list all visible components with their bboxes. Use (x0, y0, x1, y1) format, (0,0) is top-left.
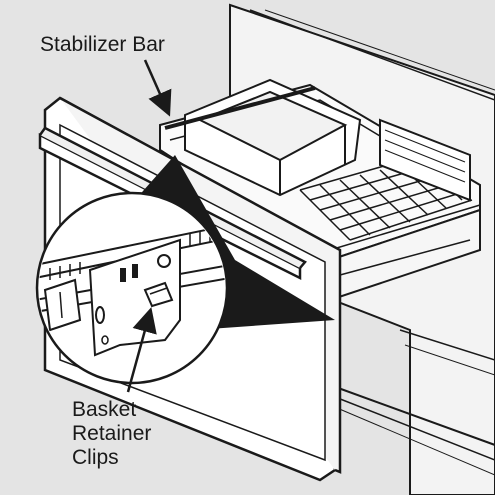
clips-label-line-3: Clips (72, 446, 151, 470)
clips-label-line-2: Retainer (72, 422, 151, 446)
arrow-icon (145, 60, 168, 112)
detail-inset (35, 193, 230, 383)
stabilizer-bar-label: Stabilizer Bar (40, 33, 165, 57)
clips-label-line-1: Basket (72, 398, 151, 422)
basket-retainer-clips-label: Basket Retainer Clips (72, 398, 151, 470)
